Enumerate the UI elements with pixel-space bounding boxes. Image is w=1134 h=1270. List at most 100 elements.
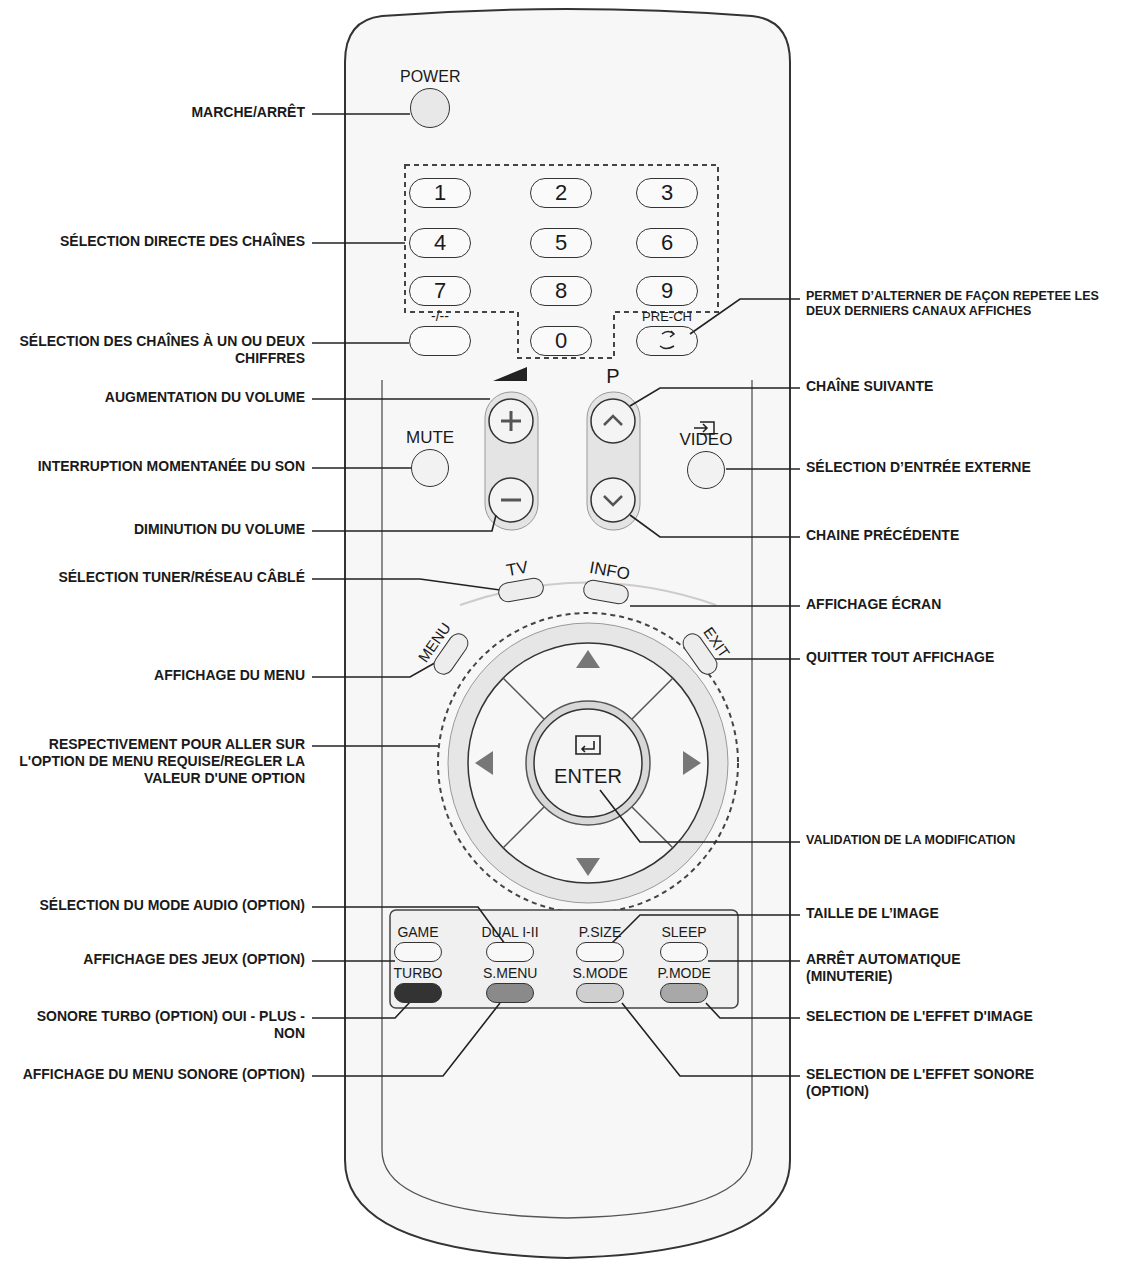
dpad-dividers <box>503 678 673 848</box>
button-label: 6 <box>661 230 673 256</box>
callout-label: CHAINE PRÉCÉDENTE <box>806 527 1126 544</box>
channel-up-button <box>591 399 635 443</box>
button-shape <box>687 451 725 489</box>
button-shape <box>576 983 624 1003</box>
callout-label: AFFICHAGE DU MENU SONORE (OPTION) <box>5 1066 305 1083</box>
button-shape <box>409 326 471 356</box>
button-mark: P <box>598 364 628 388</box>
enter-button <box>534 709 642 817</box>
callout-label: QUITTER TOUT AFFICHAGE <box>806 649 1126 666</box>
button-label: 7 <box>434 278 446 304</box>
arrow-down <box>576 858 600 876</box>
remote-button: VIDEO <box>680 431 733 489</box>
remote-button: TV <box>493 556 545 603</box>
remote-button: 0 <box>530 326 592 356</box>
button-label: MUTE <box>406 429 454 446</box>
function-panel <box>390 910 738 1008</box>
remote-button: 3 <box>636 178 698 208</box>
button-shape <box>410 88 450 128</box>
remote-button: -/-- <box>409 309 471 356</box>
remote-button: 2 <box>530 178 592 208</box>
remote-button: P.SIZE <box>576 925 624 962</box>
button-shape <box>582 578 631 606</box>
remote-button: EXIT <box>679 619 737 678</box>
remote-button: INFO <box>582 558 634 605</box>
button-label: PRE-CH <box>642 310 692 323</box>
button-shape <box>497 576 546 604</box>
callout-label: ARRÊT AUTOMATIQUE (MINUTERIE) <box>806 951 1036 985</box>
remote-button: 5 <box>530 228 592 258</box>
remote-button: PRE-CH <box>636 310 698 356</box>
button-shape <box>394 942 442 962</box>
button-label: 8 <box>555 278 567 304</box>
button-label: ENTER <box>554 765 622 788</box>
button-label: 1 <box>434 180 446 206</box>
arrow-right <box>683 751 701 775</box>
callout-label: SÉLECTION TUNER/RÉSEAU CÂBLÉ <box>5 569 305 586</box>
button-label: 4 <box>434 230 446 256</box>
arrow-up <box>576 650 600 668</box>
callout-label: SÉLECTION D’ENTRÉE EXTERNE <box>806 459 1126 476</box>
button-label: POWER <box>400 69 460 85</box>
channel-down-button <box>591 478 635 522</box>
button-label: -/-- <box>431 309 449 323</box>
housing-seam <box>382 380 752 1218</box>
callout-label: SÉLECTION DU MODE AUDIO (OPTION) <box>5 897 305 914</box>
callout-label: MARCHE/ARRÊT <box>5 104 305 121</box>
button-label: 9 <box>661 278 673 304</box>
button-label: 3 <box>661 180 673 206</box>
callout-label: SELECTION DE L'EFFET SONORE (OPTION) <box>806 1066 1046 1100</box>
callout-label: TAILLE DE L’IMAGE <box>806 905 1126 922</box>
callout-label: AFFICHAGE DU MENU <box>5 667 305 684</box>
dpad-ring <box>448 623 728 903</box>
remote-button: GAME <box>394 925 442 962</box>
remote-button: 6 <box>636 228 698 258</box>
remote-button: SLEEP <box>660 925 708 962</box>
callout-label: VALIDATION DE LA MODIFICATION <box>806 833 1126 848</box>
callout-label: DIMINUTION DU VOLUME <box>5 521 305 538</box>
button-label: DUAL I-II <box>482 925 539 939</box>
remote-button: 7 <box>409 276 471 306</box>
button-label: VIDEO <box>680 431 733 448</box>
remote-button: 1 <box>409 178 471 208</box>
button-shape <box>636 326 698 356</box>
callout-label: SÉLECTION DES CHAÎNES À UN OU DEUX CHIFF… <box>5 333 305 367</box>
button-label: 2 <box>555 180 567 206</box>
remote-button: 8 <box>530 276 592 306</box>
down-chevron <box>604 496 622 505</box>
button-label: S.MENU <box>483 966 537 980</box>
callout-label: AFFICHAGE DES JEUX (OPTION) <box>5 951 305 968</box>
remote-button: S.MODE <box>573 966 628 1003</box>
volume-symbol <box>493 367 527 381</box>
remote-button: S.MENU <box>483 966 537 1003</box>
button-shape <box>394 983 442 1003</box>
button-label: SLEEP <box>661 925 706 939</box>
remote-button: 9 <box>636 276 698 306</box>
remote-button: DUAL I-II <box>482 925 539 962</box>
button-shape <box>486 942 534 962</box>
remote-button: MUTE <box>406 429 454 487</box>
callout-label: INTERRUPTION MOMENTANÉE DU SON <box>5 458 305 475</box>
arrow-left <box>475 751 493 775</box>
button-shape <box>411 449 449 487</box>
remote-button: TURBO <box>394 966 443 1003</box>
callout-label: AFFICHAGE ÉCRAN <box>806 596 1126 613</box>
callout-label: SELECTION DE L'EFFET D'IMAGE <box>806 1008 1036 1025</box>
dpad-zone <box>438 613 738 913</box>
callout-label: PERMET D’ALTERNER DE FAÇON REPETEE LES D… <box>806 289 1106 319</box>
button-shape <box>660 983 708 1003</box>
digit-zone <box>405 165 718 358</box>
button-label: TV <box>505 559 529 580</box>
callout-label: SONORE TURBO (OPTION) OUI - PLUS - NON <box>5 1008 305 1042</box>
callout-label: AUGMENTATION DU VOLUME <box>5 389 305 406</box>
dpad <box>468 643 708 883</box>
pre-ch-symbol <box>660 331 674 349</box>
callout-label: SÉLECTION DIRECTE DES CHAÎNES <box>5 233 305 250</box>
volume-up-button <box>489 399 533 443</box>
remote-button: ENTER <box>534 709 642 817</box>
enter-icon <box>576 736 600 754</box>
button-label: P.MODE <box>658 966 711 980</box>
volume-band <box>485 392 538 530</box>
leader-lines <box>312 114 800 1076</box>
enter-ring <box>526 701 650 825</box>
